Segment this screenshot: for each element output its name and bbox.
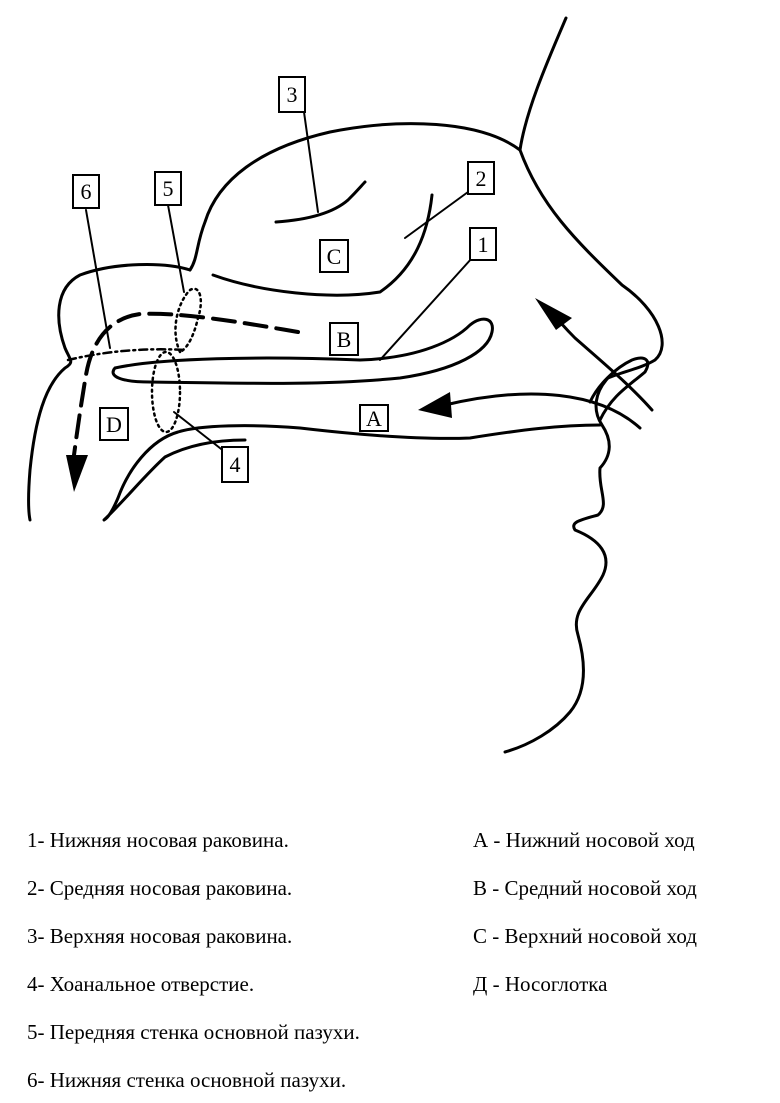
airflow-arrow-lower-head: [418, 392, 452, 418]
marker-C: C: [319, 239, 349, 273]
legend-item-A: А - Нижний носовой ход: [473, 828, 695, 852]
posterior-pharynx-outline: [27, 263, 192, 522]
marker-6: 6: [72, 174, 100, 209]
airflow-arrow-lower: [443, 392, 642, 430]
leader-line-6: [85, 209, 111, 349]
marker-5: 5: [154, 171, 182, 206]
marker-2: 2: [467, 161, 495, 195]
legend-item-4: 4- Хоанальное отверстие.: [27, 972, 255, 996]
svg-text:4: 4: [230, 452, 241, 477]
legend-item-3: 3- Верхняя носовая раковина.: [27, 924, 293, 948]
nostril-shape: [588, 356, 650, 422]
marker-1: 1: [469, 227, 497, 261]
leader-line-5: [167, 204, 185, 293]
legend-item-2: 2- Средняя носовая раковина.: [27, 876, 293, 900]
svg-text:1: 1: [478, 232, 489, 257]
leader-line-4: [173, 411, 226, 453]
svg-text:B: B: [337, 327, 352, 352]
superior-turbinate: [274, 180, 367, 224]
face-profile-line: [503, 16, 664, 754]
svg-text:5: 5: [163, 176, 174, 201]
leader-line-3: [303, 111, 319, 213]
leader-line-1: [379, 257, 473, 361]
middle-turbinate: [211, 193, 434, 297]
nasal-cavity-diagram: 3 2 1 6 5 4 C B A D: [27, 16, 664, 754]
marker-B: B: [329, 322, 359, 356]
svg-text:D: D: [106, 412, 122, 437]
inferior-turbinate: [111, 317, 494, 385]
legend-item-6: 6- Нижняя стенка основной пазухи.: [27, 1068, 347, 1092]
legend-item-B: В - Средний носовой ход: [473, 876, 697, 900]
marker-3: 3: [278, 76, 306, 113]
legend-item-D: Д - Носоглотка: [473, 972, 608, 996]
nasal-floor-line: [102, 423, 602, 522]
airflow-dashed-path: [72, 311, 300, 457]
skull-roof-line: [188, 122, 522, 272]
airflow-dashed-head: [66, 455, 88, 492]
svg-text:A: A: [366, 406, 382, 431]
legend-item-1: 1- Нижняя носовая раковина.: [27, 828, 289, 852]
legend-item-C: С - Верхний носовой ход: [473, 924, 697, 948]
marker-D: D: [99, 407, 129, 441]
choanal-opening-dotted: [150, 350, 182, 434]
svg-text:C: C: [327, 244, 342, 269]
sphenoid-lower-wall-line: [66, 348, 187, 362]
marker-4: 4: [221, 446, 249, 483]
sphenoid-anterior-wall-dotted: [174, 287, 202, 354]
airflow-arrow-upper-head: [535, 298, 572, 330]
legend-item-5: 5- Передняя стенка основной пазухи.: [27, 1020, 360, 1044]
svg-text:3: 3: [287, 82, 298, 107]
leader-line-2: [404, 191, 469, 239]
marker-A: A: [359, 404, 389, 432]
svg-text:6: 6: [81, 179, 92, 204]
svg-text:2: 2: [476, 166, 487, 191]
